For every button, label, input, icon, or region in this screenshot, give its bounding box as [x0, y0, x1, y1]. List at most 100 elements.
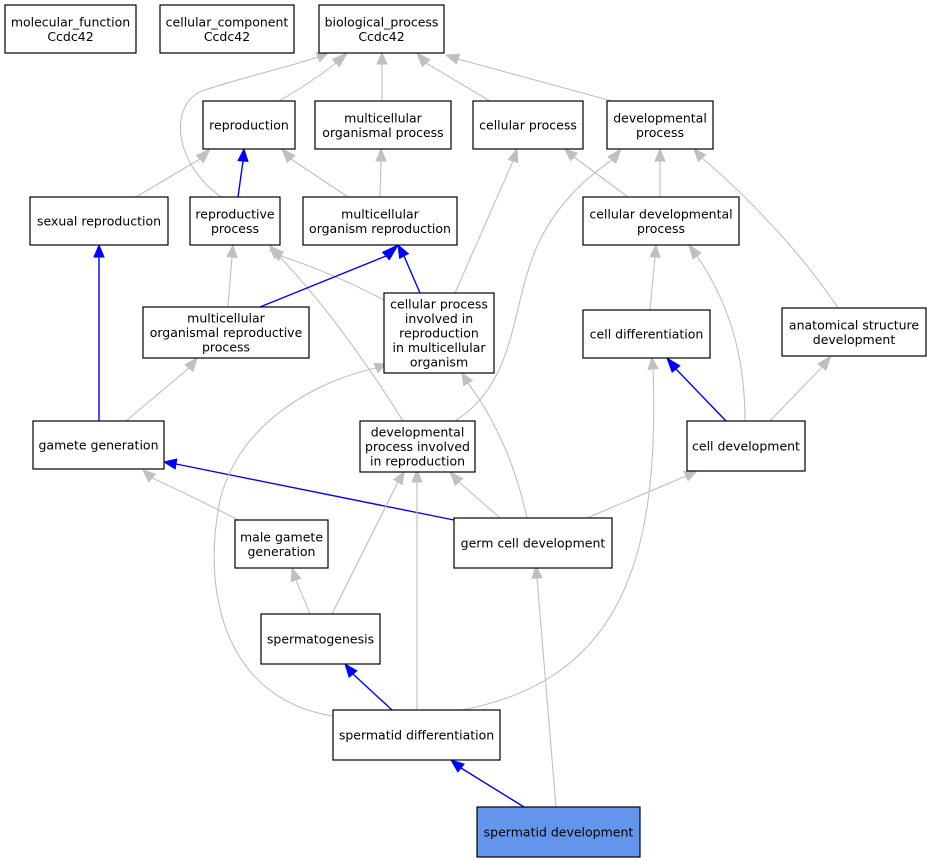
node-sexual-reproduction[interactable]: sexual reproduction: [29, 196, 169, 246]
edge-line: [769, 366, 823, 422]
edge-cell-development-to-anatomical-structure-development: [769, 354, 832, 422]
node-box: [189, 196, 281, 246]
edge-line: [649, 256, 656, 311]
node-gamete-generation[interactable]: gamete generation: [32, 420, 165, 470]
edge-line: [175, 463, 455, 521]
edge-cellular-process-involved-in-reproduction-to-multicellular-organism-reproduction: [397, 243, 421, 294]
edge-arrowhead: [817, 354, 832, 372]
node-germ-cell-development[interactable]: germ cell development: [453, 517, 613, 569]
node-spermatid-differentiation[interactable]: spermatid differentiation: [332, 709, 501, 761]
edge-arrowhead: [449, 759, 465, 773]
node-box: [453, 517, 613, 569]
node-label: reproductive: [195, 206, 275, 221]
edge-line: [277, 254, 404, 422]
node-label: biological_process: [325, 14, 439, 29]
edge-line: [701, 157, 839, 309]
edge-developmental-process-to-biological-process: [444, 53, 613, 102]
edge-line: [259, 255, 387, 308]
node-box: [314, 100, 452, 150]
node-label: in multicellular: [392, 340, 486, 355]
node-cell-differentiation[interactable]: cell differentiation: [582, 309, 711, 359]
edge-arrowhead: [507, 147, 519, 164]
edge-line: [278, 62, 337, 102]
node-label: spermatid development: [484, 825, 634, 840]
edge-line: [457, 58, 613, 102]
edge-line: [151, 477, 239, 521]
node-label: multicellular: [187, 311, 266, 326]
edge-arrowhead: [269, 245, 283, 260]
node-box: [383, 292, 495, 374]
edge-line: [280, 255, 385, 301]
node-reproduction[interactable]: reproduction: [202, 100, 296, 150]
edge-arrowhead: [416, 51, 431, 68]
edge-anatomical-structure-development-to-developmental-process: [693, 148, 839, 309]
edge-cellular-process-to-biological-process: [416, 51, 491, 102]
node-label: generation: [248, 544, 316, 559]
node-label: spermatogenesis: [267, 632, 374, 647]
edge-arrowhead: [666, 356, 681, 374]
edge-reproduction-to-biological-process: [278, 51, 349, 102]
node-spermatogenesis[interactable]: spermatogenesis: [260, 613, 381, 665]
edge-cell-differentiation-to-cellular-developmental-process: [649, 243, 661, 311]
edge-spermatogenesis-to-male-gamete-generation: [290, 566, 311, 615]
node-box: [606, 100, 714, 150]
node-box: [159, 4, 295, 54]
node-box: [582, 196, 740, 246]
node-label: organism reproduction: [309, 221, 451, 236]
node-box: [302, 196, 458, 246]
edge-germ-cell-development-to-cellular-process-involved-in-reproduction: [461, 371, 528, 519]
edge-line: [467, 382, 528, 519]
edge-arrowhead: [381, 243, 400, 261]
node-box: [686, 420, 806, 472]
edge-arrowhead: [162, 458, 178, 470]
node-label: cell development: [692, 439, 800, 454]
node-label: reproduction: [399, 326, 479, 341]
edge-layer: [93, 51, 839, 808]
node-label: organismal reproductive: [150, 325, 303, 340]
node-label: organismal process: [322, 125, 443, 140]
edge-reproductive-process-to-reproduction: [237, 147, 249, 198]
node-cellular-process[interactable]: cellular process: [472, 100, 584, 150]
node-cell-development[interactable]: cell development: [686, 420, 806, 472]
edge-spermatid-differentiation-to-cell-differentiation: [461, 356, 659, 711]
edge-line: [460, 767, 525, 808]
edge-germ-cell-development-to-gamete-generation: [162, 458, 455, 521]
edge-line: [425, 62, 491, 102]
edge-line: [573, 156, 629, 198]
node-box: [202, 100, 296, 150]
node-box: [29, 196, 169, 246]
edge-arrowhead: [281, 147, 296, 164]
edge-arrowhead: [683, 470, 699, 482]
edge-arrowhead: [411, 468, 423, 483]
node-label: organism: [410, 355, 468, 370]
node-box: [582, 309, 711, 359]
node-spermatid-development[interactable]: spermatid development: [476, 806, 641, 858]
edge-arrowhead: [688, 243, 702, 260]
edge-multicellular-organismal-reproductive-process-to-reproductive-process: [226, 243, 238, 308]
edge-arrowhead: [647, 356, 659, 371]
edge-line: [237, 160, 244, 198]
edge-line: [213, 367, 377, 717]
node-box: [142, 306, 310, 359]
edge-arrowhead: [93, 243, 105, 258]
edge-arrowhead: [449, 470, 464, 487]
edge-arrowhead: [392, 470, 405, 486]
node-label: process: [636, 125, 684, 140]
edge-cellular-process-involved-in-reproduction-to-reproductive-process: [268, 249, 385, 301]
node-label: cellular_component: [166, 14, 289, 29]
